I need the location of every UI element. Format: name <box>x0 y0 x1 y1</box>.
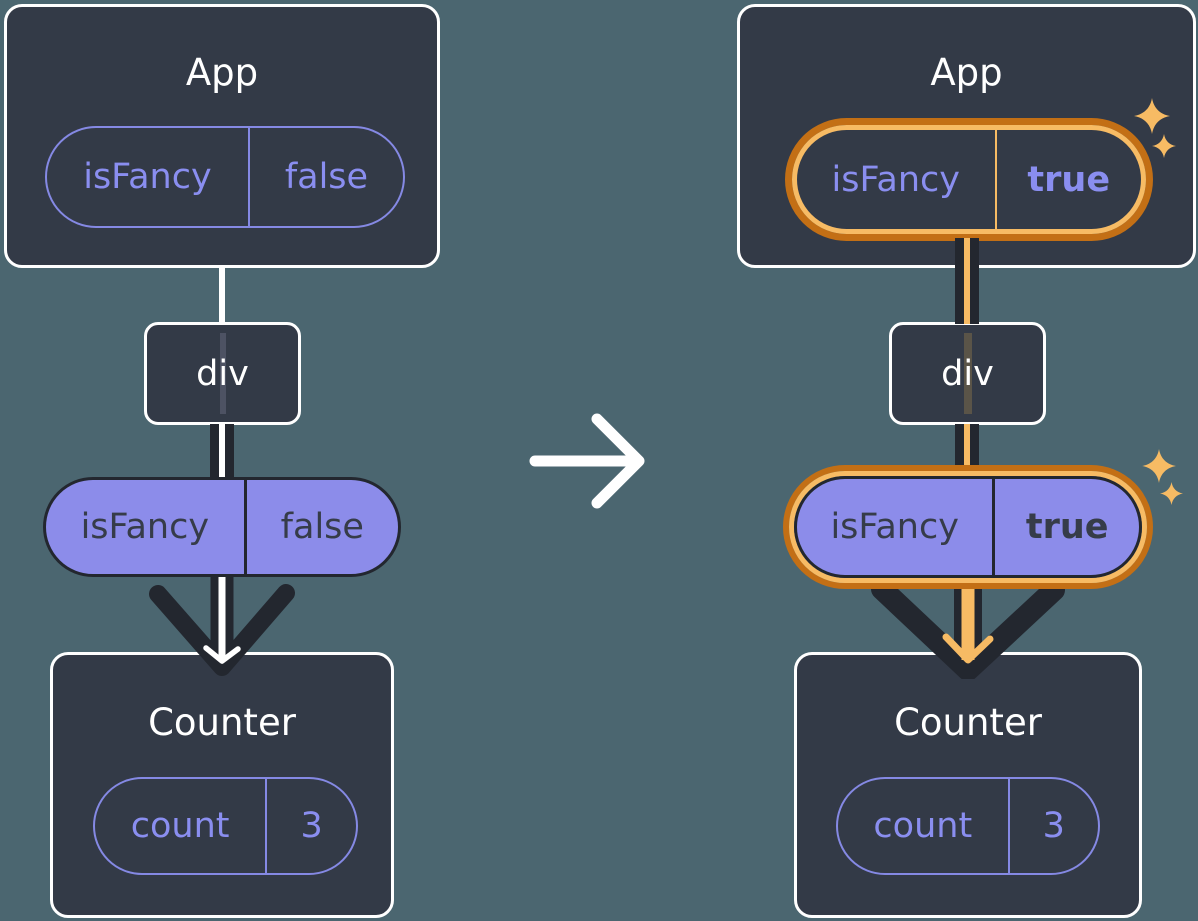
counter-title: Counter <box>148 701 296 744</box>
counter-state-pill-before: count 3 <box>93 777 358 875</box>
highlight-ring: isFancy true <box>783 465 1153 589</box>
app-prop-pill-before: isFancy false <box>45 126 405 228</box>
prop-value: true <box>1027 159 1111 200</box>
prop-name: isFancy <box>797 130 997 229</box>
app-card-after: App isFancy true <box>737 4 1196 268</box>
prop-flow-line <box>964 238 970 324</box>
sparkle-icon <box>1152 134 1176 158</box>
connector-app-div-before <box>219 266 225 324</box>
prop-value: false <box>280 507 364 547</box>
state-name: count <box>838 779 1010 873</box>
connector-div-pill-after <box>955 424 979 470</box>
sparkle-icon <box>1160 482 1183 505</box>
state-value: 3 <box>300 806 323 846</box>
state-name: count <box>95 779 268 873</box>
pass-through-line <box>219 333 226 414</box>
counter-card-before: Counter count 3 <box>50 652 394 918</box>
down-arrow-icon <box>149 577 295 676</box>
state-value: 3 <box>1042 806 1065 846</box>
div-node-before: div <box>144 322 301 425</box>
prop-name: isFancy <box>46 480 247 574</box>
sparkle-icon <box>1142 449 1176 483</box>
connector-app-div-after <box>955 238 979 324</box>
counter-card-after: Counter count 3 <box>794 652 1142 918</box>
div-label: div <box>196 353 249 394</box>
counter-state-pill-after: count 3 <box>836 777 1100 875</box>
pass-through-line <box>963 333 972 414</box>
passed-prop-pill-before: isFancy false <box>43 477 401 577</box>
app-title: App <box>930 51 1003 94</box>
app-prop-pill-after: isFancy true <box>792 125 1146 234</box>
prop-flow-line <box>219 424 225 479</box>
highlight-ring: isFancy true <box>785 118 1153 241</box>
down-arrow-icon <box>871 577 1065 679</box>
prop-value: true <box>1025 507 1109 547</box>
prop-value: false <box>284 157 369 197</box>
app-card-before: App isFancy false <box>4 4 440 268</box>
counter-title: Counter <box>894 701 1042 744</box>
sparkle-icon <box>1134 98 1170 134</box>
div-label: div <box>941 353 994 394</box>
prop-flow-line <box>964 424 970 470</box>
passed-prop-pill-after: isFancy true <box>794 476 1142 578</box>
app-title: App <box>185 51 259 94</box>
right-arrow-icon <box>529 413 645 509</box>
connector-div-pill-before <box>210 424 234 479</box>
prop-name: isFancy <box>47 128 250 226</box>
div-node-after: div <box>889 322 1046 425</box>
highlight-ring-inner: isFancy true <box>789 471 1147 583</box>
prop-name: isFancy <box>797 479 996 575</box>
